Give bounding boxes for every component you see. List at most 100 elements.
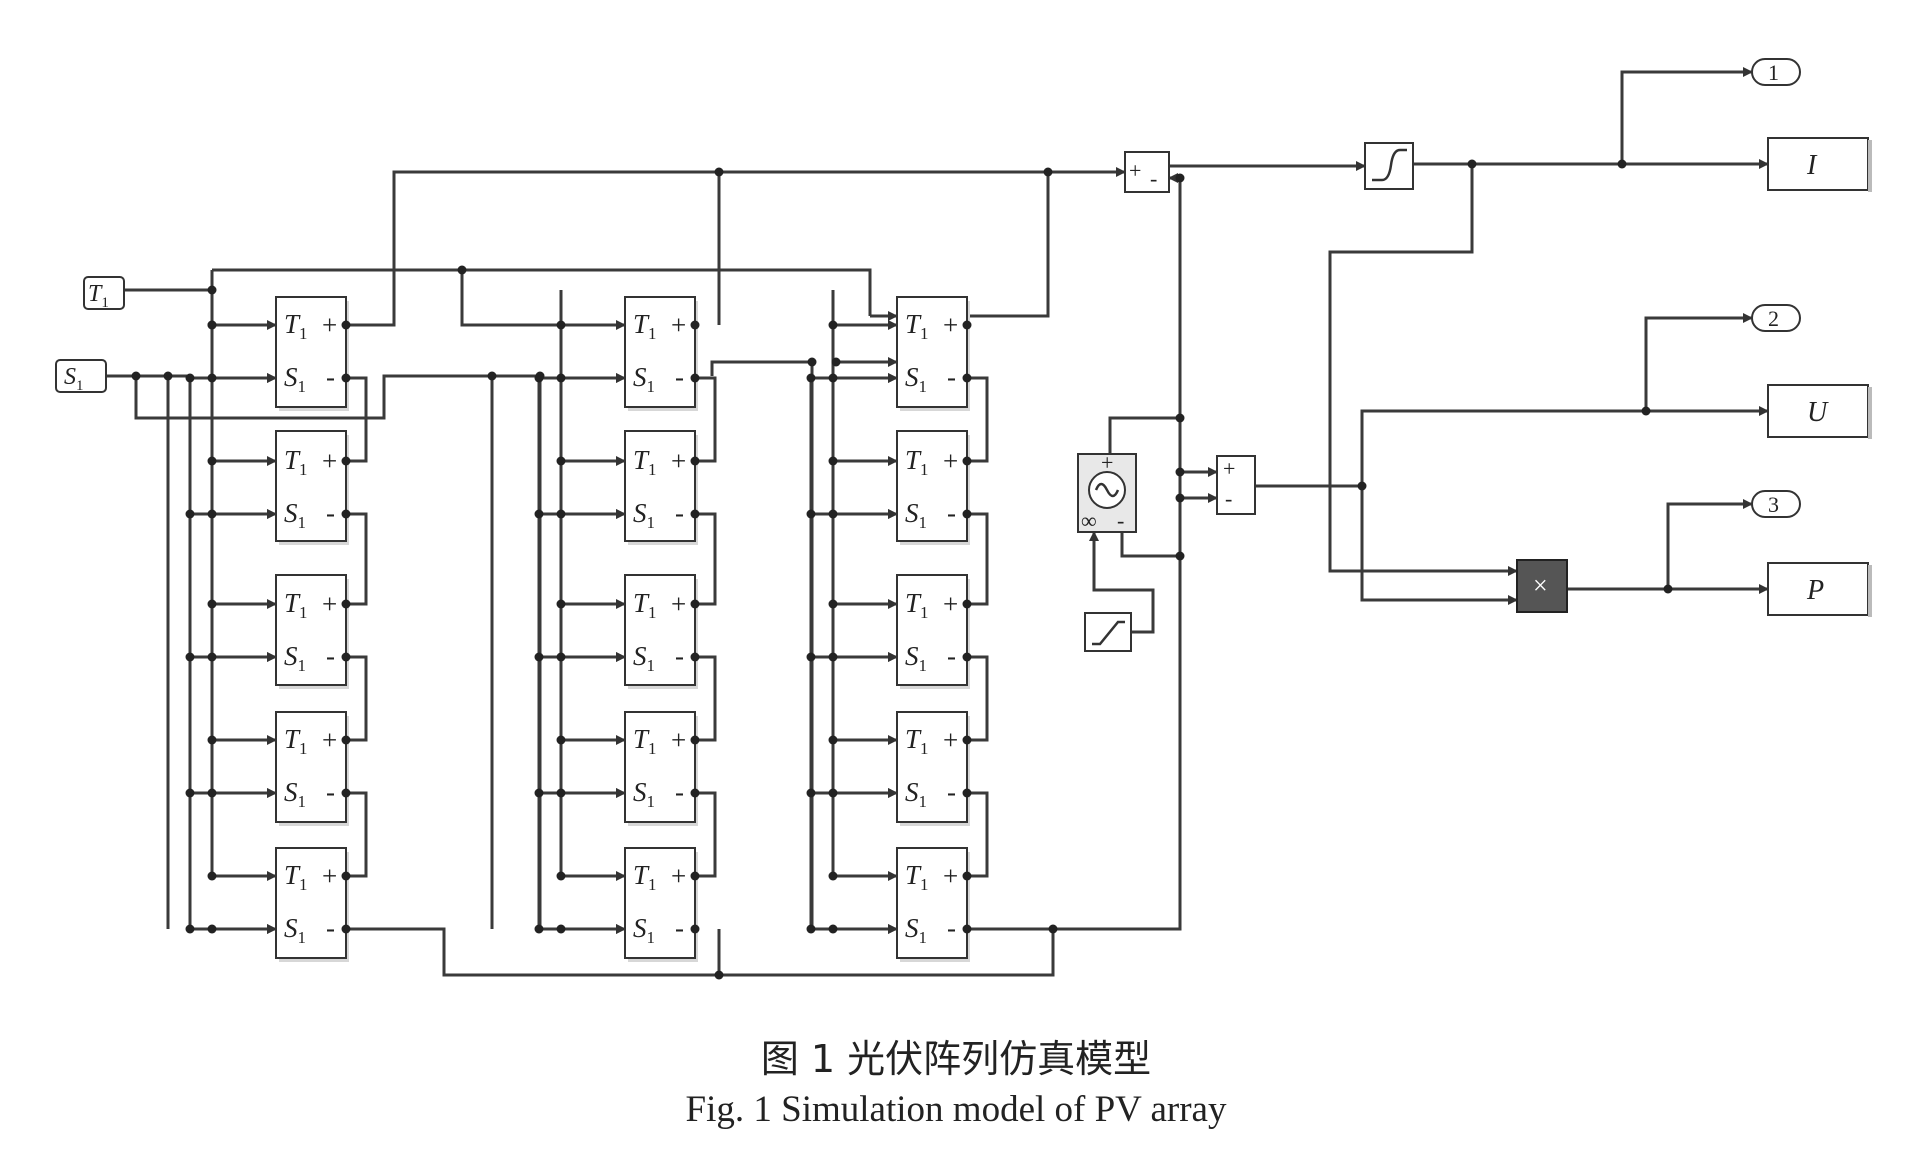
module-plus-label: + [322,725,337,755]
branch-point [807,357,817,367]
source-inf-label: ∞ [1081,508,1097,533]
outport-2 [1751,304,1801,332]
module-minus-label: - [326,777,335,807]
branch-point [207,788,217,798]
branch-point [690,871,700,881]
signal-wire [695,376,717,463]
display-label: I [1806,150,1818,181]
branch-point [831,357,841,367]
branch-point [962,373,972,383]
figure-caption-chinese: 图 1 光伏阵列仿真模型 [760,1037,1152,1081]
branch-point [806,373,816,383]
branch-point [207,871,217,881]
branch-point [1175,173,1185,183]
module-plus-label: + [943,861,958,891]
branch-point [185,373,195,383]
signal-wire [346,167,1126,327]
branch-point [207,509,217,519]
signal-wire [967,376,989,463]
branch-point [457,265,467,275]
module-plus-label: + [322,861,337,891]
pv-module-block [275,847,347,959]
module-plus-label: + [943,446,958,476]
signal-wire [346,927,1055,977]
signal-wire [460,270,560,327]
branch-point [1043,167,1053,177]
module-plus-label: + [943,725,958,755]
branch-point [535,371,545,381]
branch-point [556,373,566,383]
saturation-block [1364,142,1414,190]
module-plus-label: + [671,446,686,476]
branch-point [690,599,700,609]
branch-point [962,735,972,745]
module-plus-label: + [322,310,337,340]
signal-wire [695,512,717,606]
branch-point [556,652,566,662]
pv-module-block [275,574,347,686]
module-plus-label: + [943,310,958,340]
pv-module-block [896,574,968,686]
branch-point [962,509,972,519]
module-minus-label: - [675,362,684,392]
branch-point [556,320,566,330]
outport-number: 3 [1768,492,1779,517]
module-plus-label: + [671,861,686,891]
signal-wire [1666,499,1753,589]
branch-point [131,371,141,381]
branch-point [1175,551,1185,561]
branch-point [341,652,351,662]
branch-point [690,373,700,383]
signal-wire [212,268,872,316]
display-label: U [1807,397,1829,428]
signal-wire [967,172,1050,318]
sum-plus-label: + [1129,158,1141,183]
branch-point [556,924,566,934]
branch-point [207,652,217,662]
module-minus-label: - [326,362,335,392]
branch-point [828,599,838,609]
branch-point [534,788,544,798]
branch-point [341,735,351,745]
branch-point [534,509,544,519]
signal-wire [695,655,717,742]
outport-1 [1751,58,1801,86]
branch-point [690,652,700,662]
branch-point [1663,584,1673,594]
input-t1-block [83,276,125,310]
signal-wire [1360,406,1769,486]
branch-point [828,320,838,330]
branch-point [1175,467,1185,477]
source-plus-label: + [1101,450,1113,475]
module-plus-label: + [943,589,958,619]
product-symbol: × [1533,571,1548,600]
branch-point [556,735,566,745]
signal-wire [1108,416,1180,454]
figure-caption-english: Fig. 1 Simulation model of PV array [685,1089,1227,1130]
branch-point [185,509,195,519]
branch-point [341,373,351,383]
sine-icon [1094,482,1120,498]
branch-point [207,285,217,295]
module-minus-label: - [947,362,956,392]
branch-point [163,371,173,381]
branch-point [828,735,838,745]
signal-wire [1328,164,1518,576]
branch-point [556,456,566,466]
outport-3 [1751,490,1801,518]
signal-wire [1053,177,1182,931]
branch-point [341,456,351,466]
display-p [1767,562,1869,616]
branch-point [1175,413,1185,423]
branch-point [806,924,816,934]
signal-wire [695,791,717,878]
branch-point [806,788,816,798]
branch-point [1048,924,1058,934]
branch-point [690,735,700,745]
branch-point [207,320,217,330]
branch-point [556,599,566,609]
branch-point [828,871,838,881]
module-minus-label: - [675,498,684,528]
signal-wire [1620,67,1753,164]
branch-point [962,652,972,662]
